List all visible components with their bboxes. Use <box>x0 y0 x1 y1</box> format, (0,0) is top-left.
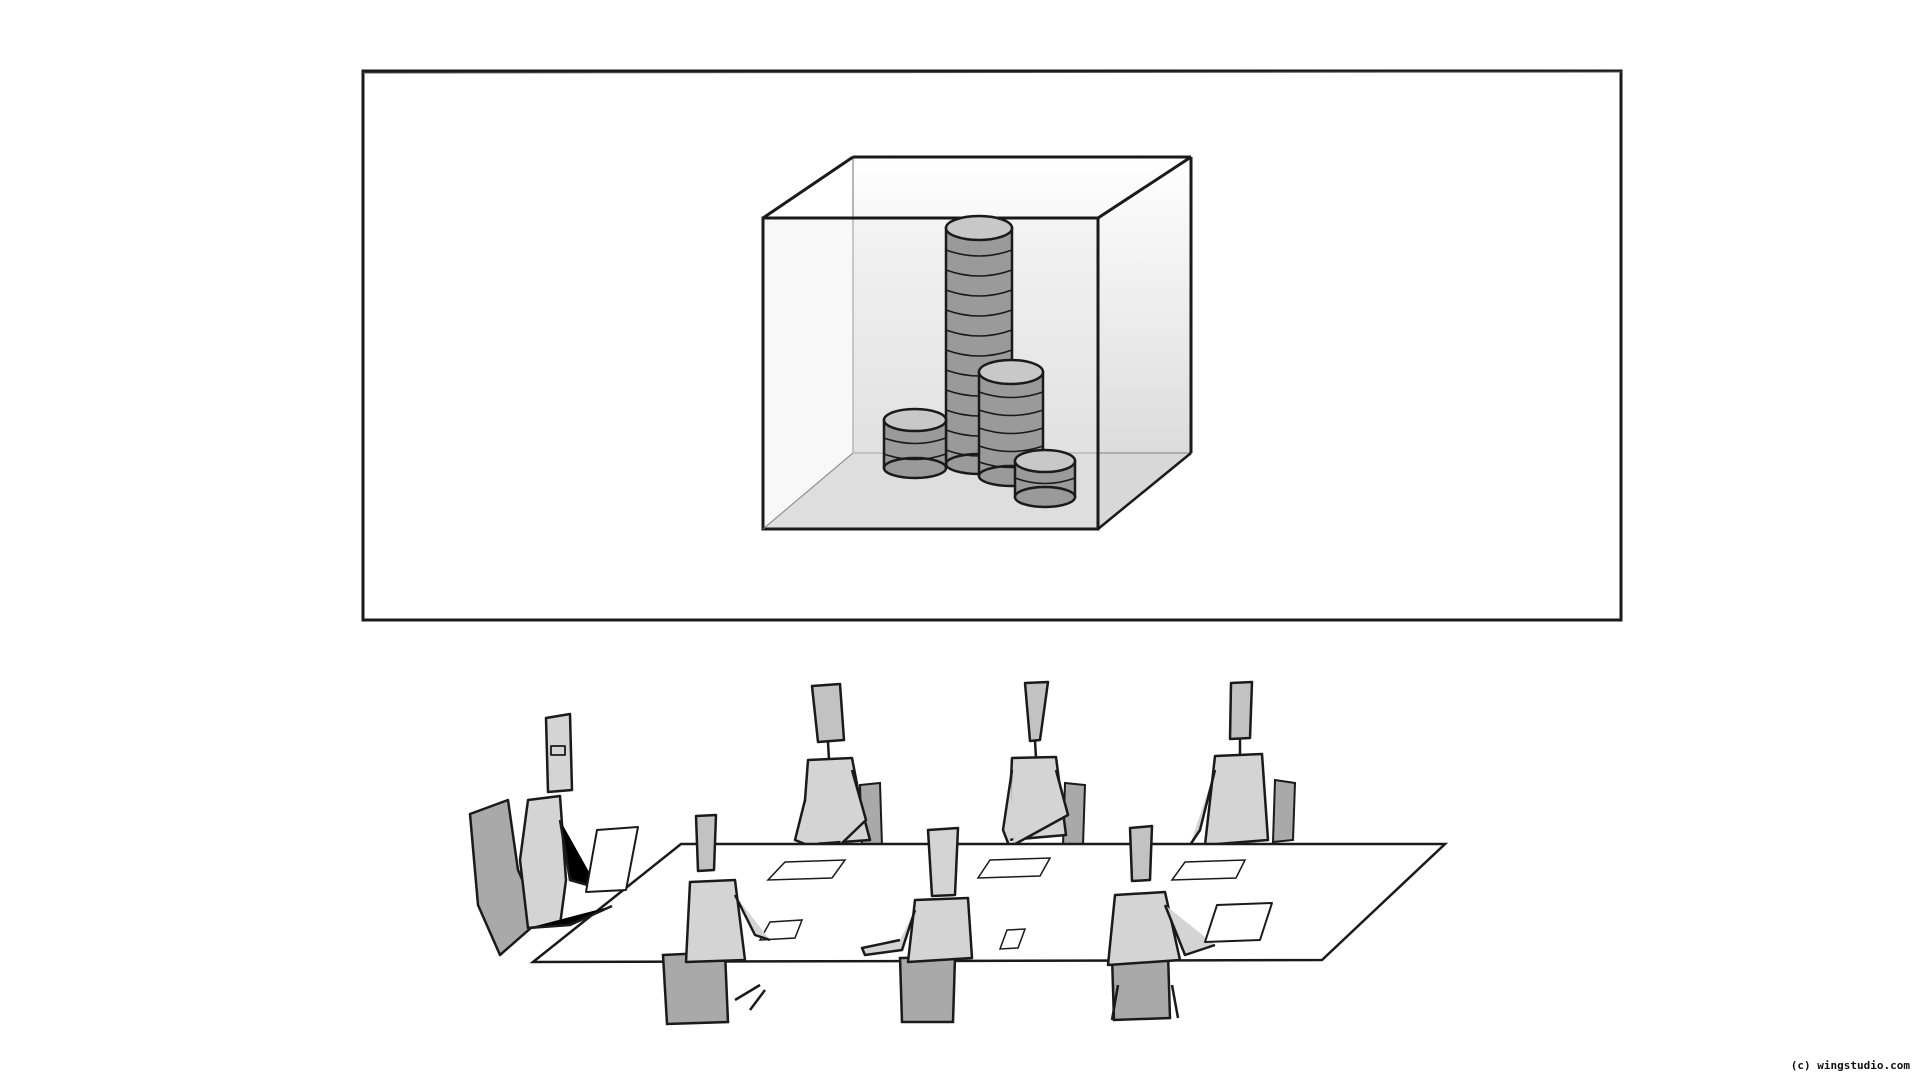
figure-front-center <box>860 826 974 964</box>
copyright-credit: (c) wingstudio.com <box>1790 1059 1910 1072</box>
figure-back-left <box>793 682 872 852</box>
figure-front-right <box>1106 824 1273 1021</box>
figure-front-left <box>684 813 771 1011</box>
front-chairs <box>661 950 1172 1026</box>
figure-back-right <box>1188 680 1270 847</box>
coin-stack-small <box>1013 448 1077 509</box>
back-row-figures <box>793 680 1270 852</box>
papers-on-table <box>758 857 1247 950</box>
coin-stack-left <box>882 407 948 480</box>
conference-table <box>529 842 1449 964</box>
figure-back-center <box>1001 680 1070 850</box>
coin-stacks <box>882 214 1077 509</box>
front-row-figures <box>684 813 1273 1021</box>
figure-head-of-table <box>468 712 639 957</box>
